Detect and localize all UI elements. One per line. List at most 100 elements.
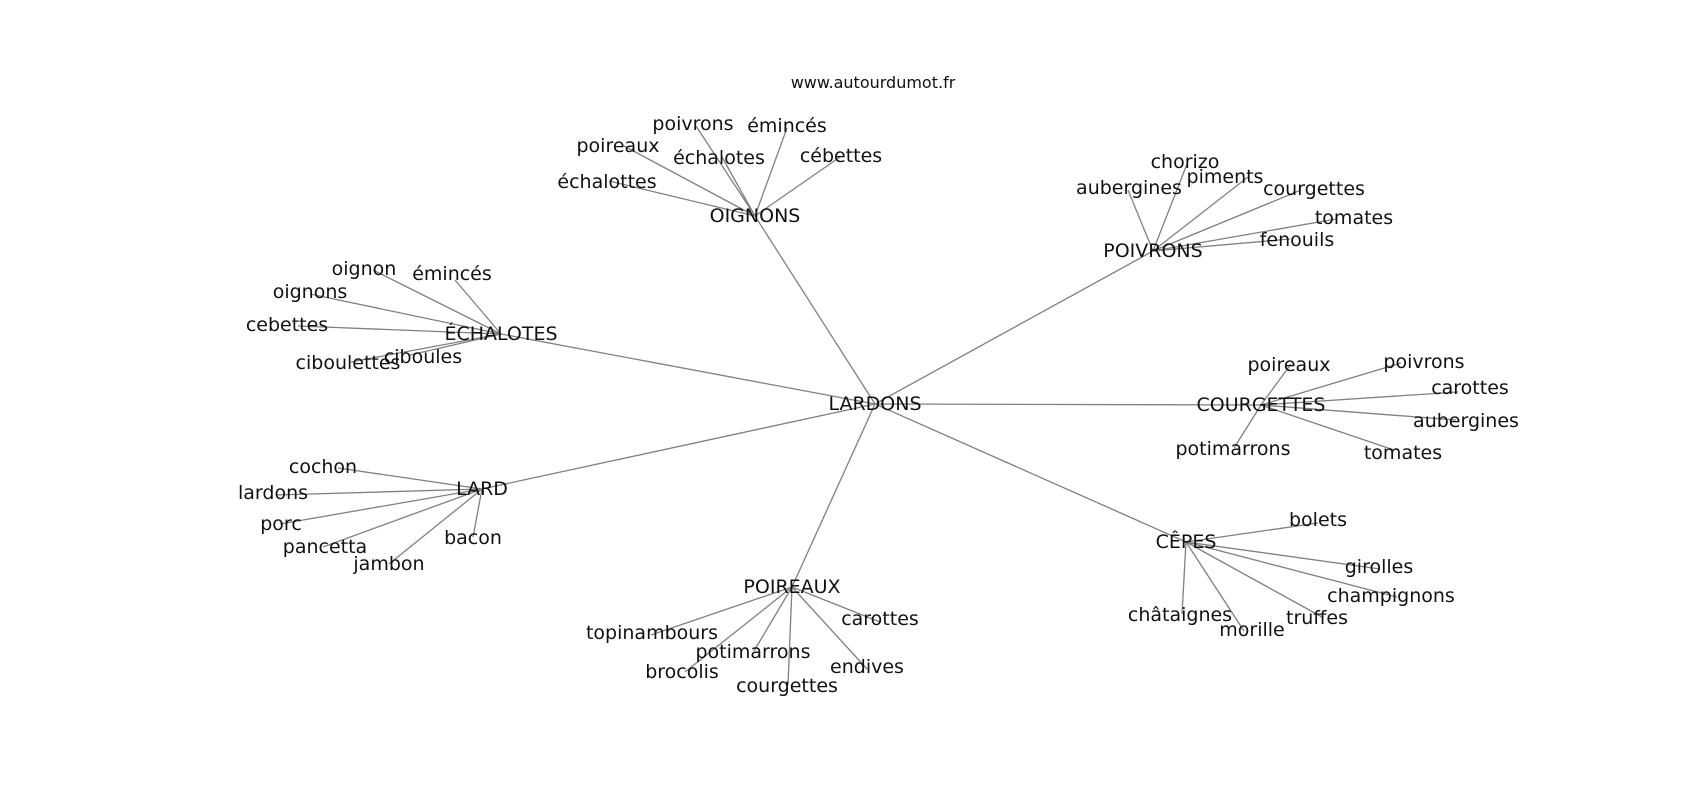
leaf-node-brocolis: brocolis xyxy=(645,661,719,683)
edge-poivrons-fenouils xyxy=(1152,238,1291,252)
leaf-node-cebettes: cébettes xyxy=(800,145,882,167)
edge-root-poireaux xyxy=(791,403,876,588)
leaf-node-pancetta: pancetta xyxy=(283,536,367,558)
leaf-node-chorizo: chorizo xyxy=(1151,151,1220,173)
cluster-node-oignons: OIGNONS xyxy=(710,205,801,227)
leaf-node-aubergines: aubergines xyxy=(1413,410,1519,432)
edge-lard-lardons xyxy=(275,488,483,496)
edge-poireaux-courgettes xyxy=(787,586,793,686)
edge-poivrons-chorizo xyxy=(1152,163,1188,252)
leaf-node-chataignes: châtaignes xyxy=(1128,604,1232,626)
edge-courgettes-aubergines xyxy=(1260,404,1457,421)
edge-lard-porc xyxy=(279,488,483,525)
cluster-node-echalotes: ÉCHALOTES xyxy=(444,322,557,345)
leaf-node-piments: piments xyxy=(1187,166,1264,188)
edge-courgettes-potimarrons xyxy=(1233,404,1262,449)
edge-root-echalotes xyxy=(500,333,876,405)
leaf-node-eminces: émincés xyxy=(412,263,492,285)
edge-oignons-echalottes xyxy=(608,180,756,217)
edge-poireaux-brocolis xyxy=(684,586,793,673)
cluster-node-cepes: CÊPES xyxy=(1156,530,1217,553)
edge-cepes-morille xyxy=(1185,541,1245,632)
leaf-node-eminces: émincés xyxy=(747,115,827,137)
edge-root-lard xyxy=(481,403,876,490)
leaf-node-oignons: oignons xyxy=(273,281,348,303)
leaf-node-carottes: carottes xyxy=(841,608,919,630)
edge-echalotes-cebettes xyxy=(297,325,502,335)
leaf-node-courgettes: courgettes xyxy=(1263,178,1365,200)
edge-root-poivrons xyxy=(874,250,1154,405)
leaf-node-girolles: girolles xyxy=(1345,556,1414,578)
cluster-node-poireaux: POIREAUX xyxy=(743,576,840,598)
leaf-node-poireaux: poireaux xyxy=(577,135,660,157)
graph-labels: LARDONS OIGNONS poivrons émincés poireaux éch… xyxy=(238,113,1519,697)
edge-poireaux-carottes xyxy=(791,586,881,623)
edge-echalotes-ciboulettes xyxy=(350,333,502,363)
cluster-node-courgettes: COURGETTES xyxy=(1196,394,1325,416)
leaf-node-champignons: champignons xyxy=(1327,585,1455,607)
edge-root-cepes xyxy=(874,403,1187,543)
edge-poireaux-topinambours xyxy=(650,586,793,636)
source-credit: www.autourdumot.fr xyxy=(791,73,956,92)
root-node-label: LARDONS xyxy=(828,393,921,415)
edge-lard-jambon xyxy=(388,488,483,565)
leaf-node-porc: porc xyxy=(260,513,302,535)
leaf-node-potimarrons: potimarrons xyxy=(695,641,810,663)
leaf-node-oignon: oignon xyxy=(332,258,397,280)
edge-cepes-truffes xyxy=(1185,541,1323,618)
edge-poivrons-courgettes xyxy=(1152,189,1302,252)
edge-oignons-poireaux xyxy=(623,145,756,217)
edge-poivrons-aubergines xyxy=(1127,189,1154,252)
leaf-node-fenouils: fenouils xyxy=(1260,229,1335,251)
graph-edges xyxy=(275,125,1459,686)
leaf-node-tomates: tomates xyxy=(1315,207,1393,229)
leaf-node-bolets: bolets xyxy=(1289,509,1347,531)
edge-oignons-echalotes xyxy=(721,156,756,217)
edge-echalotes-oignon xyxy=(372,269,502,335)
edge-poivrons-piments xyxy=(1152,176,1249,252)
edge-root-oignons xyxy=(754,215,876,405)
leaf-node-bacon: bacon xyxy=(444,527,502,549)
edge-echalotes-oignons xyxy=(309,293,502,335)
edge-poireaux-potimarrons xyxy=(753,586,793,652)
edge-courgettes-tomates xyxy=(1260,404,1395,451)
leaf-node-echalotes: échalotes xyxy=(673,147,765,169)
leaf-node-poivrons: poivrons xyxy=(652,113,733,135)
edge-lard-cochon xyxy=(337,467,483,490)
leaf-node-poireaux: poireaux xyxy=(1248,354,1331,376)
edge-root-courgettes xyxy=(874,403,1262,406)
edge-cepes-chataignes xyxy=(1181,541,1187,615)
leaf-node-cebettes: cebettes xyxy=(246,314,328,336)
leaf-node-topinambours: topinambours xyxy=(586,622,718,644)
leaf-node-endives: endives xyxy=(830,656,904,678)
edge-courgettes-carottes xyxy=(1260,391,1459,406)
leaf-node-tomates: tomates xyxy=(1364,442,1442,464)
leaf-node-truffes: truffes xyxy=(1286,607,1348,629)
edge-courgettes-poireaux xyxy=(1260,363,1292,406)
edge-echalotes-ciboules xyxy=(409,333,502,356)
leaf-node-echalottes: échalottes xyxy=(557,171,656,193)
edge-cepes-champignons xyxy=(1185,541,1398,598)
leaf-node-ciboules: ciboules xyxy=(384,346,462,368)
edge-lard-pancetta xyxy=(322,488,483,548)
leaf-node-cochon: cochon xyxy=(289,456,357,478)
edge-cepes-girolles xyxy=(1185,541,1381,570)
edge-courgettes-poivrons xyxy=(1260,362,1402,406)
cluster-node-lard: LARD xyxy=(456,478,508,500)
edge-oignons-cebettes xyxy=(754,156,841,217)
leaf-node-potimarrons: potimarrons xyxy=(1175,438,1290,460)
leaf-node-poivrons: poivrons xyxy=(1383,351,1464,373)
leaf-node-carottes: carottes xyxy=(1431,377,1509,399)
leaf-node-morille: morille xyxy=(1219,619,1284,641)
edge-oignons-poivrons xyxy=(695,125,756,217)
edge-poivrons-tomates xyxy=(1152,218,1337,252)
leaf-node-aubergines: aubergines xyxy=(1076,177,1182,199)
leaf-node-jambon: jambon xyxy=(352,553,424,575)
leaf-node-courgettes: courgettes xyxy=(736,675,838,697)
cluster-node-poivrons: POIVRONS xyxy=(1103,240,1202,262)
leaf-node-ciboulettes: ciboulettes xyxy=(296,352,401,374)
edge-oignons-eminces xyxy=(754,127,788,217)
edge-lard-bacon xyxy=(472,488,483,538)
edge-cepes-bolets xyxy=(1185,522,1319,543)
